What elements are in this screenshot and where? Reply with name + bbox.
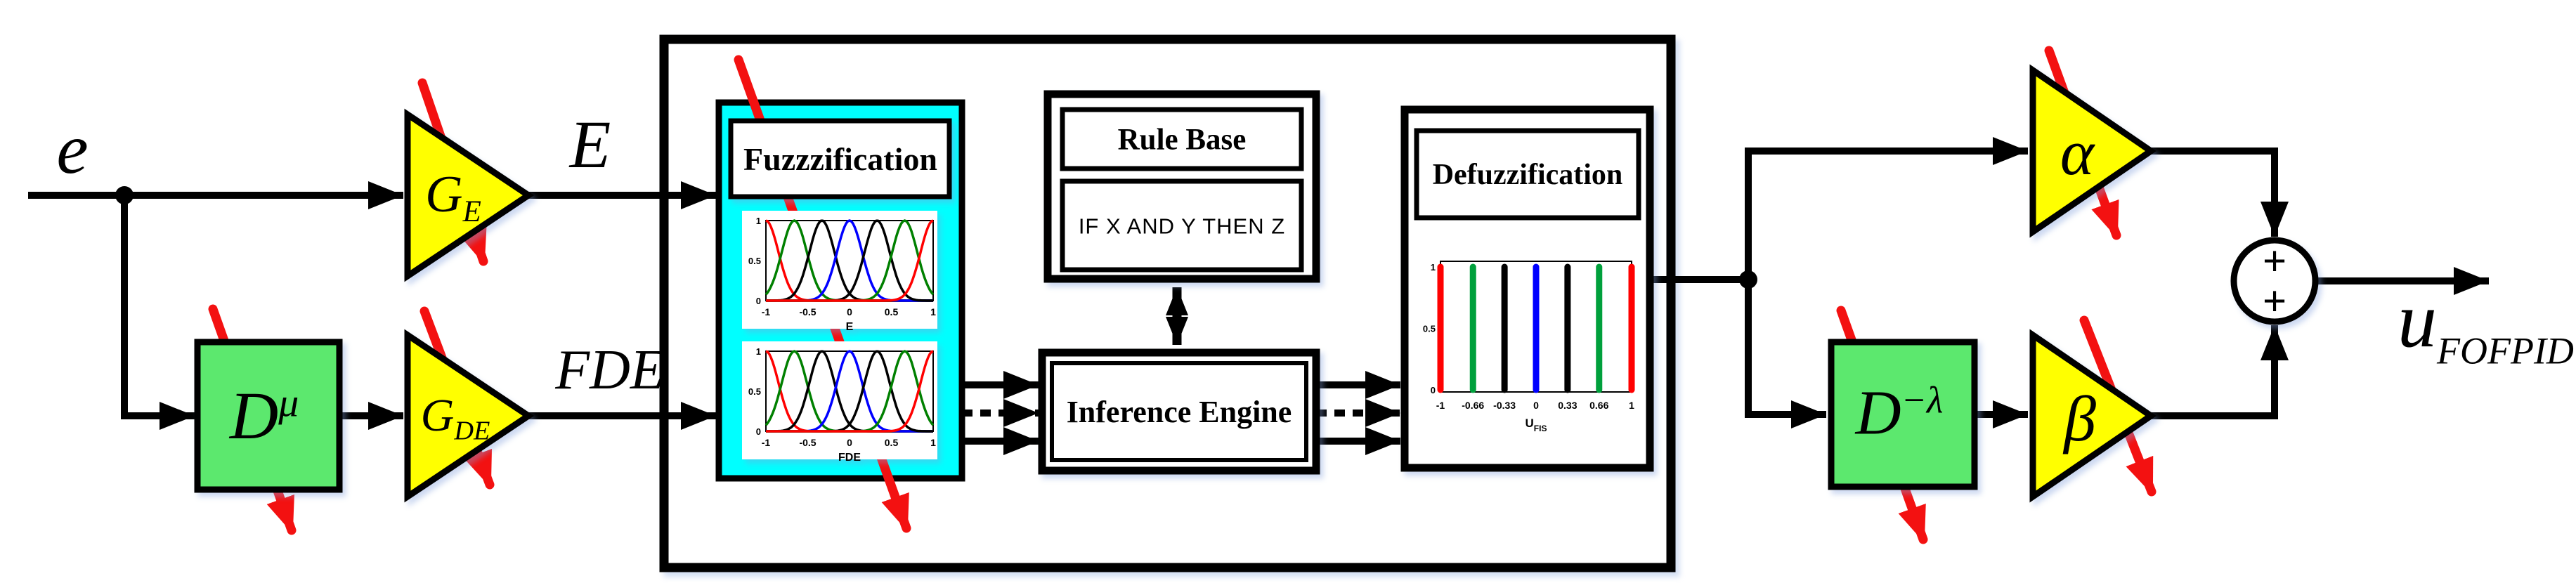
svg-text:1: 1: [756, 346, 761, 357]
connector-to-dlambda: [1745, 280, 1826, 428]
svg-text:E: E: [846, 321, 854, 333]
svg-text:0: 0: [1431, 385, 1436, 395]
svg-text:1: 1: [1431, 262, 1436, 273]
svg-text:0: 0: [847, 437, 852, 448]
gain-alpha-label: α: [2060, 117, 2095, 188]
connectors: [28, 137, 2489, 455]
gain-beta-label: β: [2064, 383, 2096, 454]
fuzzification-title: Fuzzzification: [743, 141, 937, 177]
svg-text:1: 1: [930, 437, 936, 448]
defuzzification-title-box: [1414, 128, 1641, 221]
svg-text:1: 1: [756, 216, 761, 226]
svg-text:0: 0: [756, 296, 761, 306]
gain-ge-label: GE: [425, 166, 481, 228]
connector-alpha-to-sum: [2151, 148, 2289, 237]
svg-text:-1: -1: [762, 437, 771, 448]
svg-text:UFIS: UFIS: [1526, 417, 1547, 433]
svg-text:0.33: 0.33: [1558, 400, 1577, 411]
fuzzification-title-box: [728, 118, 952, 199]
gain-beta-triangle: [2029, 329, 2157, 503]
gain-alpha-triangle: [2029, 64, 2157, 238]
gain-ge-triangle: [404, 108, 535, 282]
svg-text:0.66: 0.66: [1589, 400, 1608, 411]
svg-text:0.5: 0.5: [748, 386, 761, 397]
fractional-integral-dlambda-box: [1828, 339, 1978, 490]
summation-junction: [2230, 237, 2319, 325]
svg-text:-0.5: -0.5: [799, 306, 816, 317]
rule-base-title-box: [1060, 107, 1304, 171]
rule-base-text-box: [1060, 178, 1304, 273]
svg-text:-0.5: -0.5: [799, 437, 816, 448]
svg-text:-0.66: -0.66: [1462, 400, 1484, 411]
inference-engine-title: Inference Engine: [1066, 395, 1292, 429]
defuzzification-title: Defuzzification: [1432, 159, 1623, 191]
inference-engine-inner-box: [1050, 361, 1308, 462]
svg-text:0.5: 0.5: [885, 306, 899, 317]
fractional-derivative-dmu-box: [194, 339, 343, 493]
svg-text:FDE: FDE: [838, 452, 861, 464]
rule-base-text: IF X AND Y THEN Z: [1078, 214, 1286, 239]
svg-text:0: 0: [1533, 400, 1539, 411]
svg-text:-1: -1: [762, 306, 771, 317]
svg-text:1: 1: [1629, 400, 1634, 411]
connector-to-alpha: [1745, 137, 2028, 280]
svg-text:0.5: 0.5: [748, 256, 761, 266]
svg-text:-0.33: -0.33: [1493, 400, 1516, 411]
svg-text:0.5: 0.5: [1423, 324, 1436, 334]
rule-base-title: Rule Base: [1117, 123, 1247, 157]
operator-dmu-label: Dμ: [229, 378, 299, 453]
connector-e-to-dmu: [121, 195, 195, 430]
svg-text:-1: -1: [1436, 400, 1445, 411]
output-u-fofpid-label: uFOFPID: [2398, 277, 2574, 372]
operator-dlambda-label: D−λ: [1855, 378, 1944, 448]
svg-text:0.5: 0.5: [885, 437, 899, 448]
sum-plus-bottom: +: [2263, 278, 2286, 324]
gain-gde-triangle: [404, 329, 535, 503]
signal-E-label: E: [569, 107, 611, 182]
svg-text:0: 0: [847, 306, 852, 317]
input-e-label: e: [56, 110, 89, 189]
svg-text:1: 1: [930, 306, 936, 317]
signal-FDE-label: FDE: [555, 339, 665, 401]
sum-plus-top: +: [2263, 238, 2286, 284]
svg-text:0: 0: [756, 426, 761, 437]
mf-plot-e: -1 -0.5 0 0.5 1 0 0.5 1E: [748, 216, 936, 333]
connector-beta-to-sum: [2151, 325, 2289, 419]
gain-gde-label: GDE: [420, 390, 490, 446]
